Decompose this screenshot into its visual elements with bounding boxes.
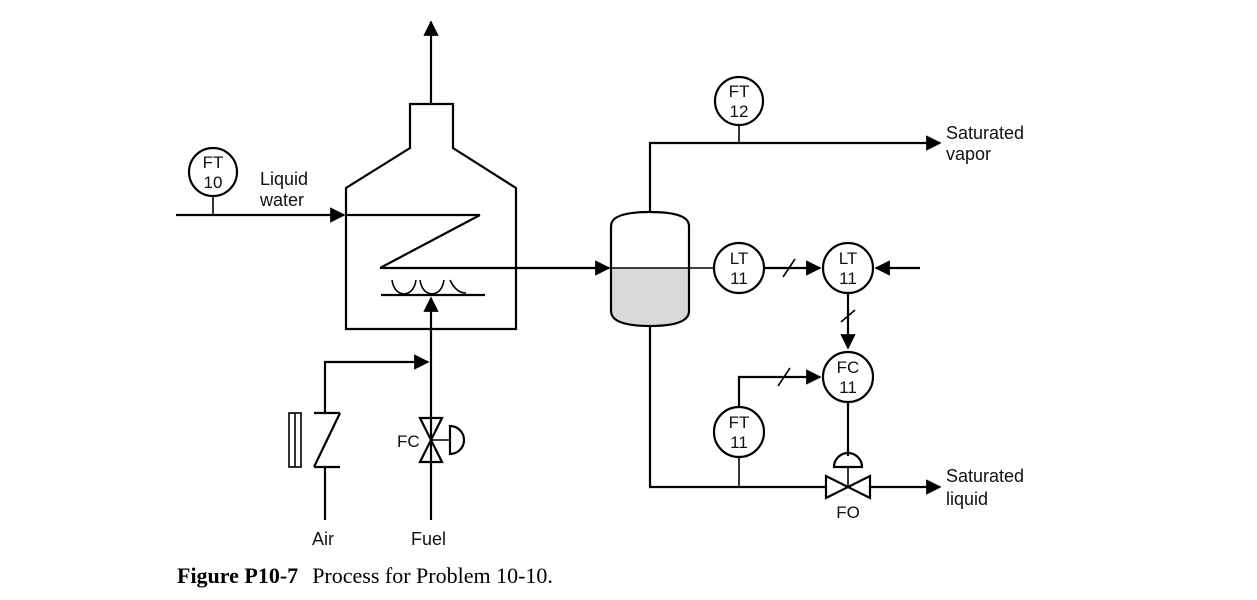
fc11-letters: FC [837, 358, 860, 377]
lt11-controller: LT 11 [821, 241, 875, 295]
liquid-outlet-line [648, 326, 826, 489]
air-line-top [323, 354, 430, 413]
ft10-number: 10 [204, 173, 223, 192]
fuel-label: Fuel [411, 529, 446, 549]
outlet-valve-action-label: FO [836, 503, 860, 522]
air-label: Air [312, 529, 334, 549]
liquid-water-label-2: water [259, 190, 304, 210]
lt11-transmitter: LT 11 [712, 241, 766, 295]
fuel-control-valve [418, 416, 466, 464]
figure-caption-text: Process for Problem 10-10. [312, 563, 553, 588]
saturated-vapor-label-2: vapor [946, 144, 991, 164]
ft11-number: 11 [730, 433, 748, 452]
ft11-letters: FT [729, 413, 750, 432]
fc11-number: 11 [839, 378, 857, 397]
liquid-level-fill [611, 268, 689, 326]
figure-caption-label: Figure P10-7 [177, 563, 298, 588]
liquid-water-label-1: Liquid [260, 169, 308, 189]
ft12-number: 12 [730, 102, 749, 121]
furnace-body [344, 102, 518, 331]
ft11-transmitter: FT 11 [712, 405, 766, 459]
outlet-control-valve [824, 451, 872, 500]
separator-drum [609, 210, 691, 328]
lt11-signal-hash [782, 258, 796, 278]
burner [381, 279, 485, 297]
lt11-transmitter-number: 11 [730, 269, 748, 288]
ft12-letters: FT [729, 82, 750, 101]
fuel-valve-action-label: FC [397, 432, 420, 451]
fc11-controller: FC 11 [821, 350, 875, 404]
ft11-signal-hash [777, 367, 791, 387]
ft10-instrument: FT 10 [187, 146, 239, 198]
saturated-liquid-label-1: Saturated [946, 466, 1024, 486]
ft11-signal-line [737, 369, 822, 407]
saturated-vapor-label-1: Saturated [946, 123, 1024, 143]
vapor-outlet-line [648, 135, 942, 212]
figure-caption: Figure P10-7 Process for Problem 10-10. [177, 563, 553, 588]
ft10-letters: FT [203, 153, 224, 172]
saturated-liquid-label-2: liquid [946, 489, 988, 509]
lt11-controller-letters: LT [839, 249, 858, 268]
cascade-signal-hash [840, 309, 856, 323]
air-damper [288, 411, 341, 469]
coil-diagonal [379, 214, 481, 269]
lt11-controller-number: 11 [839, 269, 857, 288]
ft12-instrument: FT 12 [713, 75, 765, 127]
lt11-transmitter-letters: LT [730, 249, 749, 268]
